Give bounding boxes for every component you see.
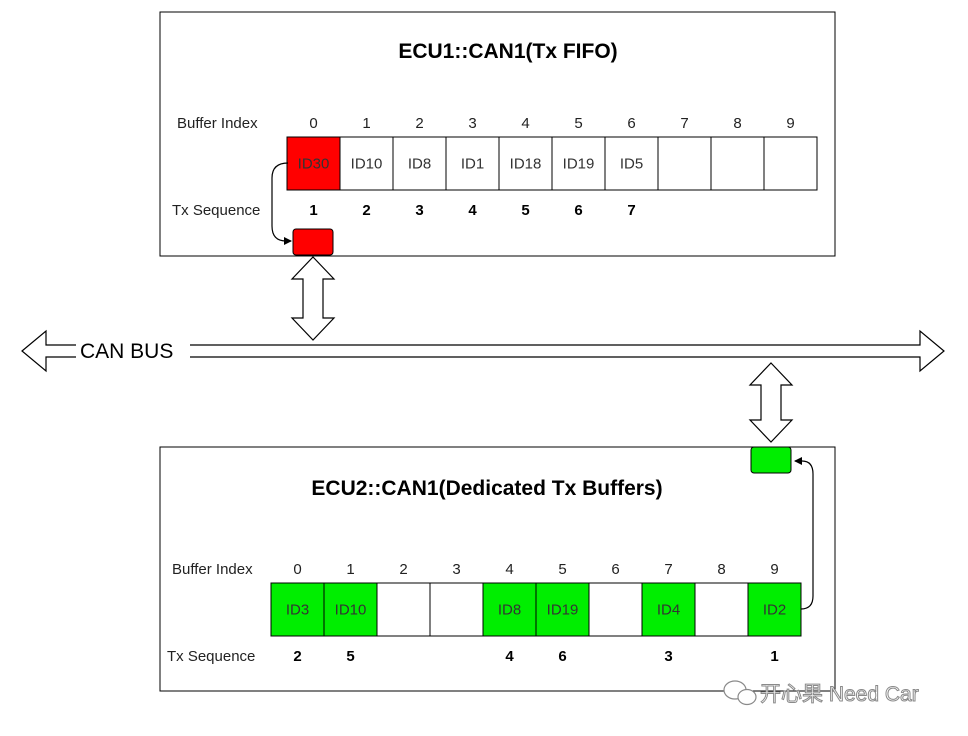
ecu1-buffer-index: 9 xyxy=(786,115,794,132)
ecu2-buffer-cell xyxy=(588,582,643,637)
ecu1-buffer-index: 8 xyxy=(733,115,741,132)
ecu1-buffer-cell xyxy=(604,136,659,191)
ecu2-buffer-cell xyxy=(482,582,537,637)
ecu1-panel: ECU1::CAN1(Tx FIFO) Buffer Index Tx Sequ… xyxy=(159,11,836,257)
ecu1-buffer-cell xyxy=(710,136,765,191)
ecu1-tx-sequence-value: 5 xyxy=(521,202,529,219)
ecu2-dedicated-arrow xyxy=(794,457,814,610)
ecu1-buffer-cell xyxy=(339,136,394,191)
ecu2-tx-sequence-value: 1 xyxy=(770,648,778,665)
ecu2-buffer-cell xyxy=(747,582,802,637)
watermark: 开心果 Need Car xyxy=(723,680,919,707)
ecu2-buffer-index: 6 xyxy=(611,561,619,578)
ecu1-buffer-cell-id: ID1 xyxy=(461,156,484,173)
watermark-text: 开心果 Need Car xyxy=(760,683,919,706)
ecu2-frame xyxy=(159,446,836,692)
wechat-logo-icon xyxy=(723,680,757,706)
ecu2-buffer-index: 4 xyxy=(505,561,513,578)
ecu1-tx-sequence-value: 7 xyxy=(627,202,635,219)
ecu2-buffer-index: 8 xyxy=(717,561,725,578)
ecu2-panel: ECU2::CAN1(Dedicated Tx Buffers) Buffer … xyxy=(159,446,836,692)
ecu1-title: ECU1::CAN1(Tx FIFO) xyxy=(398,40,617,63)
ecu1-buffer-cell-id: ID18 xyxy=(510,156,542,173)
can-bus: CAN BUS xyxy=(21,329,945,373)
ecu2-buffer-index: 2 xyxy=(399,561,407,578)
ecu2-buffer-index-label: Buffer Index xyxy=(172,561,253,578)
ecu1-buffer-cell xyxy=(551,136,606,191)
can-bus-arrow-icon xyxy=(21,329,945,373)
ecu2-buffer-cell xyxy=(535,582,590,637)
ecu1-buffer-index: 1 xyxy=(362,115,370,132)
ecu1-buffer-cell xyxy=(498,136,553,191)
ecu2-buffer-cell-id: ID19 xyxy=(547,602,579,619)
ecu2-buffer-cell xyxy=(641,582,696,637)
ecu2-buffer-cell xyxy=(429,582,484,637)
ecu1-buffer-index: 2 xyxy=(415,115,423,132)
can-bus-label-bg xyxy=(76,337,190,365)
ecu1-buffer-cell-id: ID5 xyxy=(620,156,643,173)
ecu2-buffer-index: 9 xyxy=(770,561,778,578)
ecu2-buffer-index: 7 xyxy=(664,561,672,578)
ecu1-buffer-cell-id: ID10 xyxy=(351,156,383,173)
ecu2-tx-sequence-label: Tx Sequence xyxy=(167,648,255,665)
ecu1-buffer-index-label: Buffer Index xyxy=(177,115,258,132)
ecu2-tx-sequence-value: 4 xyxy=(505,648,514,665)
ecu2-title: ECU2::CAN1(Dedicated Tx Buffers) xyxy=(311,477,662,500)
ecu2-buffer-index: 0 xyxy=(293,561,301,578)
ecu1-tx-sequence-value: 4 xyxy=(468,202,477,219)
ecu1-fifo-arrow xyxy=(271,162,292,245)
ecu1-buffer-index: 7 xyxy=(680,115,688,132)
ecu1-tx-sequence-label: Tx Sequence xyxy=(172,202,260,219)
ecu2-tx-sequence-value: 3 xyxy=(664,648,672,665)
ecu2-buffer-cell-id: ID3 xyxy=(286,602,309,619)
ecu2-buffer-cell xyxy=(694,582,749,637)
ecu1-tx-sequence-value: 3 xyxy=(415,202,423,219)
ecu2-buffer-cell-id: ID2 xyxy=(763,602,786,619)
ecu2-tx-sequence-value: 2 xyxy=(293,648,301,665)
ecu1-buffer-cell-id: ID8 xyxy=(408,156,431,173)
ecu1-buffer-cell xyxy=(445,136,500,191)
ecu2-buffer-cell xyxy=(376,582,431,637)
ecu1-tx-sequence-value: 6 xyxy=(574,202,582,219)
ecu1-buffer-index: 0 xyxy=(309,115,317,132)
ecu2-tx-frame-block xyxy=(750,446,792,474)
ecu1-buffer-cell xyxy=(392,136,447,191)
ecu2-buffer-cell xyxy=(323,582,378,637)
ecu1-buffer-cell xyxy=(286,136,341,191)
ecu2-buffer-cell-id: ID4 xyxy=(657,602,680,619)
ecu1-buffer-cell xyxy=(657,136,712,191)
ecu1-buffer-index: 4 xyxy=(521,115,529,132)
ecu1-buffer-index: 3 xyxy=(468,115,476,132)
ecu1-tx-sequence-value: 1 xyxy=(309,202,317,219)
ecu1-tx-frame-block xyxy=(292,228,334,256)
ecu2-buffer-cell-id: ID8 xyxy=(498,602,521,619)
ecu1-tx-sequence-value: 2 xyxy=(362,202,370,219)
ecu1-buffer-index: 5 xyxy=(574,115,582,132)
ecu1-buffer-row: 0ID3011ID1022ID833ID144ID1855ID1966ID577… xyxy=(286,115,818,219)
ecu1-buffer-index: 6 xyxy=(627,115,635,132)
ecu1-buffer-cell-id: ID19 xyxy=(563,156,595,173)
ecu2-tx-sequence-value: 5 xyxy=(346,648,354,665)
ecu2-buffer-index: 5 xyxy=(558,561,566,578)
ecu1-buffer-cell xyxy=(763,136,818,191)
ecu2-buffer-cell xyxy=(270,582,325,637)
ecu2-buffer-cell-id: ID10 xyxy=(335,602,367,619)
ecu1-buffer-cell-id: ID30 xyxy=(298,156,330,173)
ecu1-bus-arrow-icon xyxy=(290,256,336,341)
ecu2-buffer-index: 1 xyxy=(346,561,354,578)
ecu2-bus-arrow-icon xyxy=(748,362,794,443)
ecu2-buffer-index: 3 xyxy=(452,561,460,578)
ecu2-tx-sequence-value: 6 xyxy=(558,648,566,665)
can-bus-label: CAN BUS xyxy=(80,340,173,363)
